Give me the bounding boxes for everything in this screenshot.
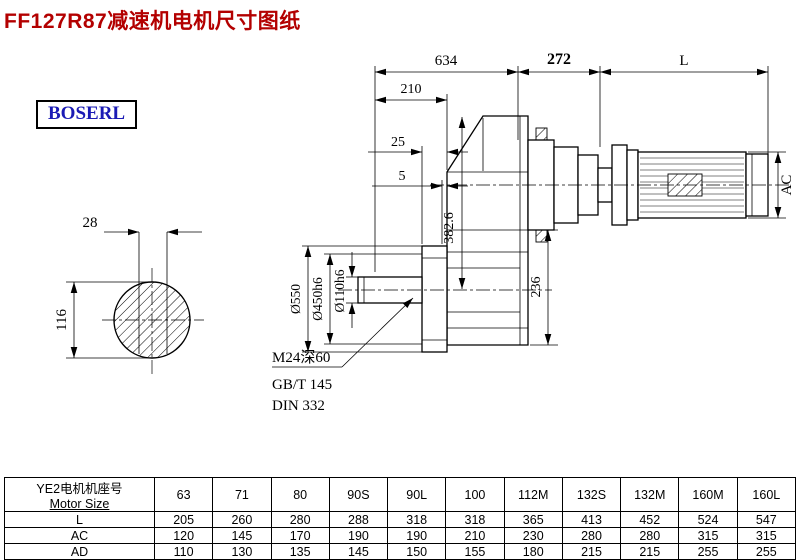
value-cell: 255	[736, 543, 797, 560]
value-cell: 524	[678, 511, 738, 528]
value-cell: 280	[270, 511, 330, 528]
size-cell: 90S	[328, 477, 389, 512]
size-cell: 80	[270, 477, 330, 512]
dim-634-label: 634	[435, 53, 458, 69]
table-header-row: YE2电机机座号 Motor Size 63 71 80 90S 90L 100…	[4, 477, 797, 512]
table-header-en: Motor Size	[49, 497, 110, 511]
value-cell: 288	[328, 511, 389, 528]
size-cell: 160L	[736, 477, 797, 512]
value-cell: 180	[503, 543, 563, 560]
table-header-cn: YE2电机机座号	[36, 482, 123, 496]
value-cell: 547	[736, 511, 797, 528]
value-cell: 215	[561, 543, 622, 560]
table-header-cell: YE2电机机座号 Motor Size	[4, 477, 155, 512]
value-cell: 365	[503, 511, 563, 528]
page-title: FF127R87减速机电机尺寸图纸	[4, 10, 301, 33]
dim-28-label: 28	[83, 215, 98, 231]
size-cell: 100	[445, 477, 505, 512]
output-flange	[421, 245, 448, 353]
dim-450-label: Ø450h6	[310, 277, 325, 321]
size-cell: 71	[212, 477, 272, 512]
gb-standard-note: GB/T 145	[272, 377, 332, 393]
value-cell: 280	[561, 527, 622, 544]
size-cell: 160M	[678, 477, 738, 512]
value-cell: 190	[387, 527, 447, 544]
value-cell: 210	[445, 527, 505, 544]
dim-550-label: Ø550	[288, 284, 303, 314]
value-cell: 280	[620, 527, 680, 544]
dim-L-label: L	[679, 53, 688, 69]
value-cell: 145	[328, 543, 389, 560]
value-cell: 155	[445, 543, 505, 560]
value-cell: 260	[212, 511, 272, 528]
row-label: L	[4, 511, 155, 528]
value-cell: 170	[270, 527, 330, 544]
value-cell: 315	[736, 527, 797, 544]
dim-210-label: 210	[401, 82, 422, 97]
value-cell: 145	[212, 527, 272, 544]
dim-25-label: 25	[391, 135, 405, 150]
value-cell: 205	[153, 511, 214, 528]
extension-lines	[66, 66, 786, 359]
value-cell: 130	[212, 543, 272, 560]
value-cell: 150	[387, 543, 447, 560]
value-cell: 318	[387, 511, 447, 528]
din-standard-note: DIN 332	[272, 398, 325, 414]
size-cell: 90L	[387, 477, 447, 512]
value-cell: 315	[678, 527, 738, 544]
table-row-L: L 205 260 280 288 318 318 365 413 452 52…	[4, 511, 797, 528]
dim-382-label: 382.6	[442, 212, 457, 244]
dimension-lines	[70, 68, 782, 368]
value-cell: 110	[153, 543, 214, 560]
value-cell: 255	[678, 543, 738, 560]
value-cell: 135	[270, 543, 330, 560]
dim-AC-label: AC	[779, 175, 795, 196]
size-cell: 132M	[620, 477, 680, 512]
value-cell: 318	[445, 511, 505, 528]
value-cell: 215	[620, 543, 680, 560]
size-cell: 132S	[561, 477, 622, 512]
dim-116-label: 116	[54, 309, 70, 331]
motor-size-table: YE2电机机座号 Motor Size 63 71 80 90S 90L 100…	[4, 477, 797, 560]
row-label: AD	[4, 543, 155, 560]
value-cell: 230	[503, 527, 563, 544]
dim-110-label: Ø110h6	[332, 269, 347, 312]
gearbox-housing	[446, 115, 529, 346]
dim-5-label: 5	[399, 169, 406, 184]
value-cell: 120	[153, 527, 214, 544]
table-row-AD: AD 110 130 135 145 150 155 180 215 215 2…	[4, 543, 797, 560]
table-row-AC: AC 120 145 170 190 190 210 230 280 280 3…	[4, 527, 797, 544]
technical-drawing-svg: 634 272 L 210 25 5 Ø550 Ø450h6 Ø110h6 38…	[54, 51, 795, 414]
size-cell: 63	[153, 477, 214, 512]
value-cell: 413	[561, 511, 622, 528]
thread-leader-line	[341, 297, 414, 368]
centerlines	[102, 184, 792, 374]
value-cell: 452	[620, 511, 680, 528]
thread-note: M24深60	[272, 349, 330, 366]
size-cell: 112M	[503, 477, 563, 512]
dim-272-label: 272	[547, 51, 571, 68]
boserl-logo: BOSERL	[36, 100, 138, 129]
value-cell: 190	[328, 527, 389, 544]
row-label: AC	[4, 527, 155, 544]
dim-236-label: 236	[529, 277, 544, 298]
